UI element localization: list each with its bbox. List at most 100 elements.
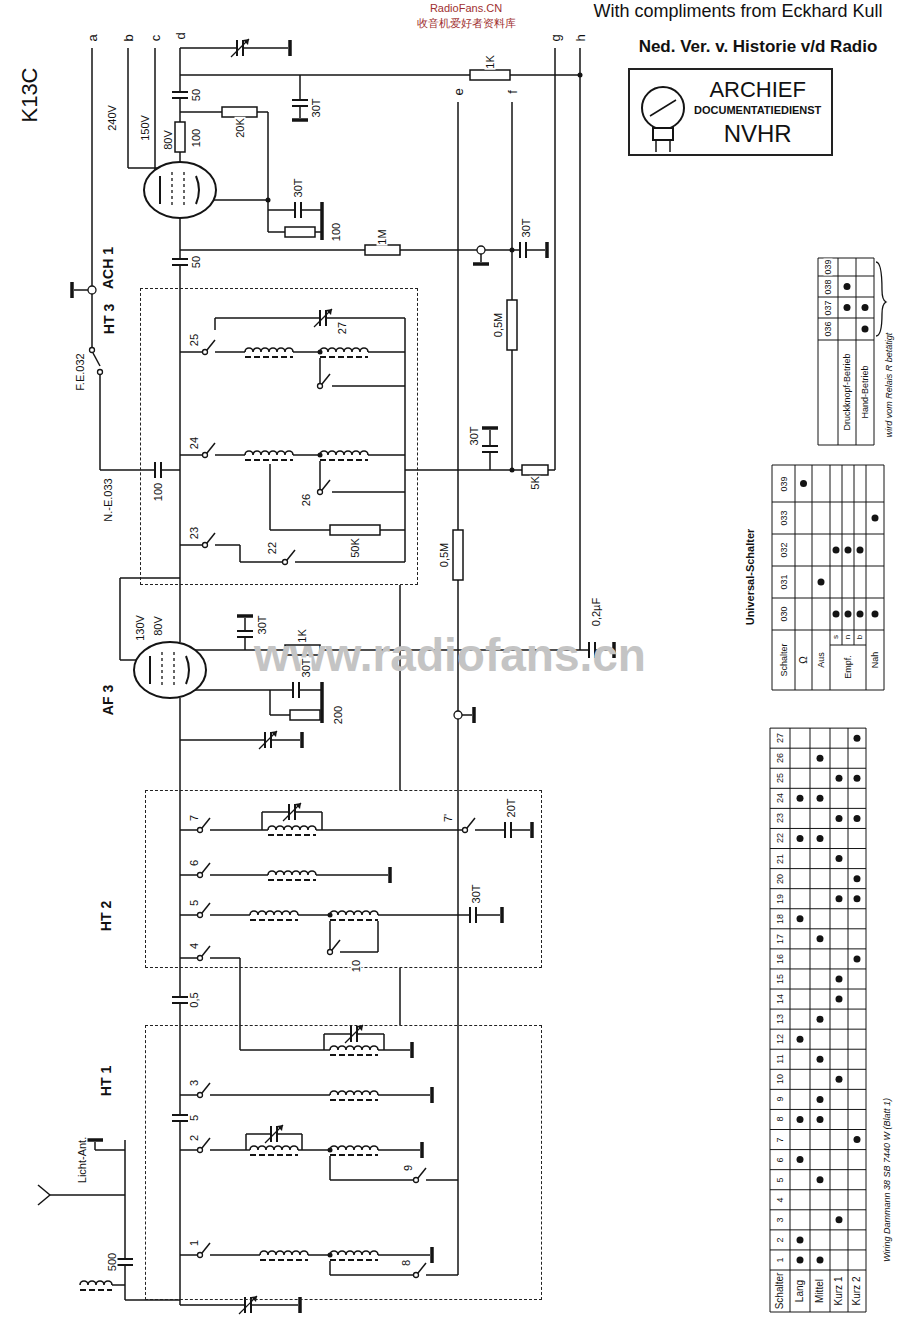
coil-core: [330, 1154, 378, 1156]
note-text: Wiring Dammann 38 SB 7440 W (Blatt 1): [883, 1097, 892, 1263]
wire: [299, 689, 322, 691]
wire: [299, 75, 301, 100]
component-value: b: [122, 33, 135, 42]
capacitor-gap: [481, 446, 499, 452]
wire: [161, 469, 180, 471]
component-value: 5: [189, 1114, 200, 1122]
junction-dot: [862, 304, 869, 311]
switch-lever: [332, 940, 340, 950]
terminal: [203, 453, 208, 458]
component-value: 7: [189, 814, 200, 822]
junction-dot: [817, 755, 824, 762]
junction-dot: [836, 1076, 843, 1083]
wire: [243, 47, 288, 49]
wire: [215, 454, 245, 456]
coil-core: [330, 1054, 378, 1056]
wire: [91, 294, 93, 347]
table-rule: [770, 828, 866, 829]
coil-core: [245, 356, 293, 358]
table-cell: 13: [776, 1013, 785, 1025]
capacitor-gap: [116, 1259, 134, 1265]
component-value: 100: [153, 482, 164, 502]
table-rule: [770, 1270, 866, 1271]
wire: [215, 317, 320, 319]
table-cell: 037: [824, 299, 833, 316]
wire: [99, 375, 101, 470]
capacitor-gap: [505, 821, 511, 839]
wire: [299, 106, 301, 118]
wire: [579, 48, 581, 650]
table-cell: 26: [776, 752, 785, 764]
terminal: [328, 950, 333, 955]
capacitor-symbol: [270, 1126, 272, 1142]
junction-dot: [862, 326, 869, 333]
wire: [239, 545, 241, 562]
wire: [210, 1094, 330, 1096]
capacitor-symbol: [519, 242, 521, 258]
table-cell: Ω: [799, 655, 809, 664]
wire: [240, 1049, 330, 1051]
component-value: 4: [189, 942, 200, 950]
junction-dot: [797, 835, 804, 842]
ground-symbol: [500, 907, 504, 923]
stamp-tube-detail: [650, 100, 676, 116]
wire: [298, 914, 330, 916]
table-cell: 15: [776, 973, 785, 985]
wire: [404, 318, 406, 562]
wire: [476, 914, 500, 916]
wire: [511, 102, 513, 300]
junction-dot: [817, 835, 824, 842]
table-rule: [818, 340, 874, 341]
ground-symbol: [482, 426, 498, 430]
junction-dot: [817, 1176, 824, 1183]
table-rule: [770, 1209, 866, 1210]
table-rule: [812, 465, 813, 690]
wire: [511, 350, 513, 470]
coil-symbol: [330, 1091, 378, 1095]
capacitor-symbol: [172, 1114, 188, 1116]
wire: [332, 491, 405, 493]
switch-lever: [207, 340, 215, 350]
capacitor-gap: [155, 461, 161, 479]
wire: [93, 353, 100, 366]
table-rule: [772, 502, 884, 503]
wire: [215, 544, 240, 546]
switch-lever: [202, 863, 210, 873]
component-value: 150V: [140, 114, 151, 142]
junction-dot: [836, 975, 843, 982]
table-cell: 3: [776, 1216, 785, 1223]
table-rule: [770, 768, 866, 769]
switch-lever: [287, 550, 295, 560]
switch-lever: [467, 818, 475, 828]
coil-symbol: [330, 911, 378, 915]
watermark: 收音机爱好者资料库: [416, 18, 517, 29]
capacitor-gap: [470, 906, 476, 924]
table-cell: 18: [776, 913, 785, 925]
terminal: [454, 711, 462, 719]
component-value: 0,5: [189, 991, 200, 1008]
capacitor-symbol: [469, 907, 471, 923]
table-cell: Kurz 1: [834, 1276, 844, 1307]
table-rule: [770, 728, 866, 729]
table-cell: 032: [779, 541, 788, 558]
trimmer-arrow: [326, 309, 332, 315]
wire: [100, 469, 155, 471]
shield-can-label: HT 2: [99, 900, 114, 932]
ground-symbol: [300, 732, 304, 748]
component-value: c: [149, 34, 162, 43]
table-rule: [770, 1069, 866, 1070]
wire: [340, 951, 378, 953]
table-rule: [884, 465, 885, 690]
wire: [319, 461, 321, 489]
component-value: 3: [189, 1079, 200, 1087]
shield-can-box: HT 2: [145, 790, 542, 968]
table-rule: [770, 1249, 866, 1250]
coil-core: [330, 1259, 378, 1261]
wire: [378, 1049, 410, 1051]
table-cell: Lang: [795, 1279, 805, 1303]
connector-line: [399, 585, 401, 790]
coil-core: [250, 1154, 298, 1156]
capacitor-symbol: [117, 1264, 133, 1266]
table-rule: [810, 728, 811, 1312]
table-cell: 4: [776, 1196, 785, 1203]
